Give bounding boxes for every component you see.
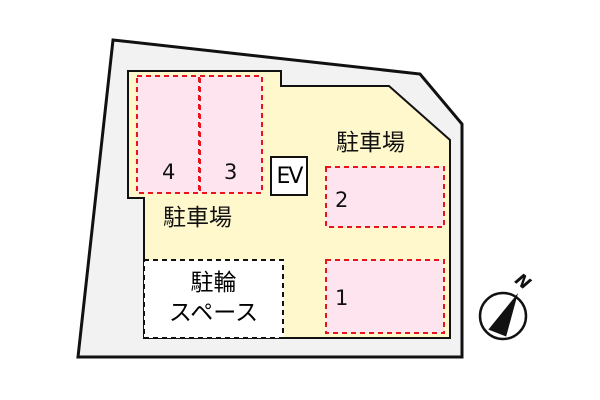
bicycle-space-area: [143, 259, 284, 339]
bicycle-label-line2: スペース: [168, 300, 259, 326]
compass-icon: [478, 291, 528, 341]
slot-3-number: 3: [224, 160, 238, 184]
elevator-box: EV: [270, 156, 308, 196]
parking-label-lower: 駐車場: [163, 205, 232, 231]
parking-slot-4[interactable]: [136, 75, 200, 194]
parking-slot-2[interactable]: [325, 166, 445, 228]
bicycle-label-line1: 駐輪: [190, 270, 237, 296]
slot-1-number: 1: [335, 286, 349, 310]
bicycle-space-label: 駐輪 スペース: [144, 260, 283, 338]
slot-4-number: 4: [162, 160, 176, 184]
parking-label-upper: 駐車場: [336, 130, 405, 156]
parking-slot-1[interactable]: [325, 259, 445, 334]
parking-slot-3[interactable]: [199, 75, 263, 194]
slot-2-number: 2: [335, 188, 349, 212]
